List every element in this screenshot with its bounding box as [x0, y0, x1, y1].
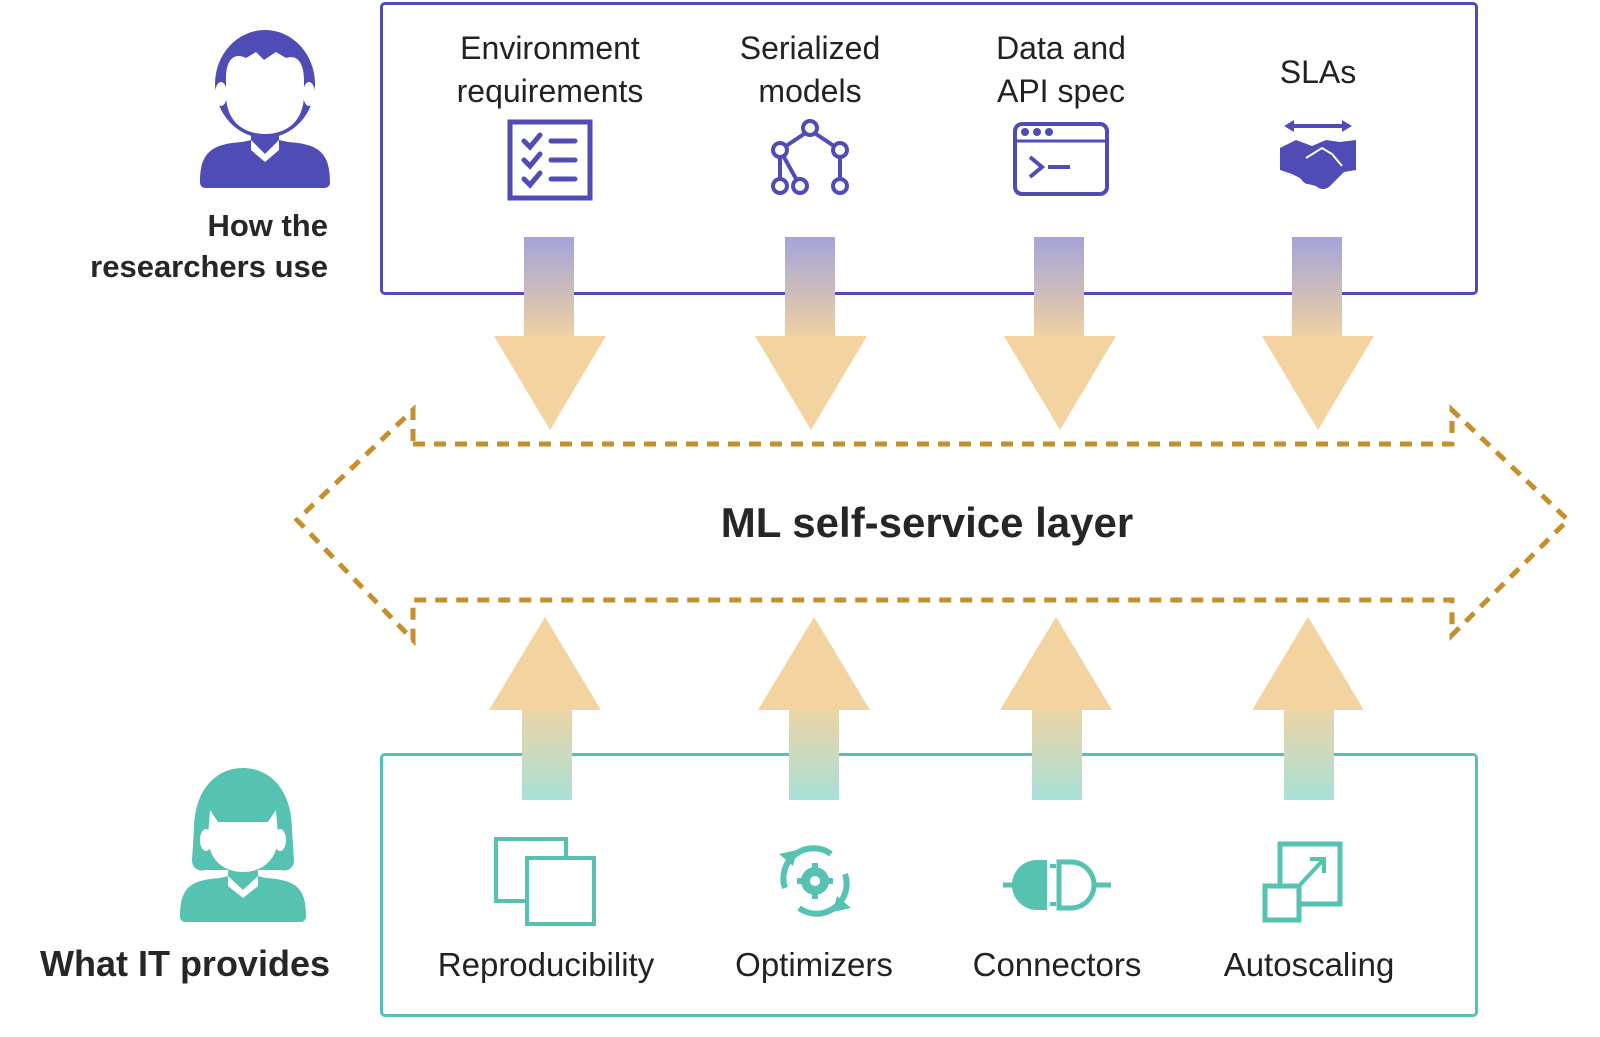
up-arrow-reproducibility [489, 617, 601, 800]
it-item-reproducibility: Reproducibility [437, 946, 655, 983]
researcher-item-label-line2: requirements [456, 73, 644, 109]
resize-arrow-icon [1262, 841, 1343, 923]
researchers-label-line1: How the [207, 208, 328, 243]
layer-title: ML self-service layer [720, 499, 1134, 546]
it-item-optimizers: Optimizers [735, 946, 893, 983]
researcher-item-models: Serialized models [660, 27, 960, 113]
researcher-item-label-line1: Environment [460, 30, 640, 66]
researcher-inputs-box [380, 2, 1478, 295]
up-arrow-autoscaling [1252, 617, 1364, 800]
it-provisions-box [380, 753, 1478, 1017]
down-arrow-environment [494, 237, 606, 430]
checklist-icon [507, 119, 593, 201]
up-arrow-optimizers [758, 617, 870, 800]
handshake-icon [1280, 120, 1356, 189]
it-item-autoscaling: Autoscaling [1223, 946, 1395, 983]
down-arrow-api-spec [1004, 237, 1116, 430]
down-arrow-slas [1262, 237, 1374, 430]
researcher-item-label-line1: Serialized [739, 30, 881, 66]
researcher-item-label-line1: Data and [996, 30, 1126, 66]
it-item-connectors: Connectors [972, 946, 1142, 983]
researcher-item-label-line2: models [758, 73, 862, 109]
researcher-item-api-spec: Data and API spec [911, 27, 1211, 113]
down-arrow-models [755, 237, 867, 430]
male-user-icon [200, 30, 330, 188]
up-arrow-connectors [1000, 617, 1112, 800]
researcher-item-label-line1: SLAs [1279, 54, 1357, 90]
female-user-icon [180, 768, 306, 922]
researchers-label: How the researchers use [40, 205, 328, 287]
gear-cycle-icon [779, 845, 851, 917]
self-service-layer-outline [293, 404, 1572, 647]
researcher-item-environment: Environment requirements [400, 27, 700, 113]
copy-icon [494, 837, 596, 926]
it-label: What IT provides [39, 943, 330, 984]
researchers-label-line2: researchers use [90, 249, 328, 284]
tree-graph-icon [771, 119, 849, 195]
plug-connector-icon [1003, 859, 1111, 911]
researcher-item-label-line2: API spec [996, 73, 1126, 109]
researcher-item-slas: SLAs [1168, 51, 1468, 94]
terminal-window-icon [1013, 122, 1109, 196]
